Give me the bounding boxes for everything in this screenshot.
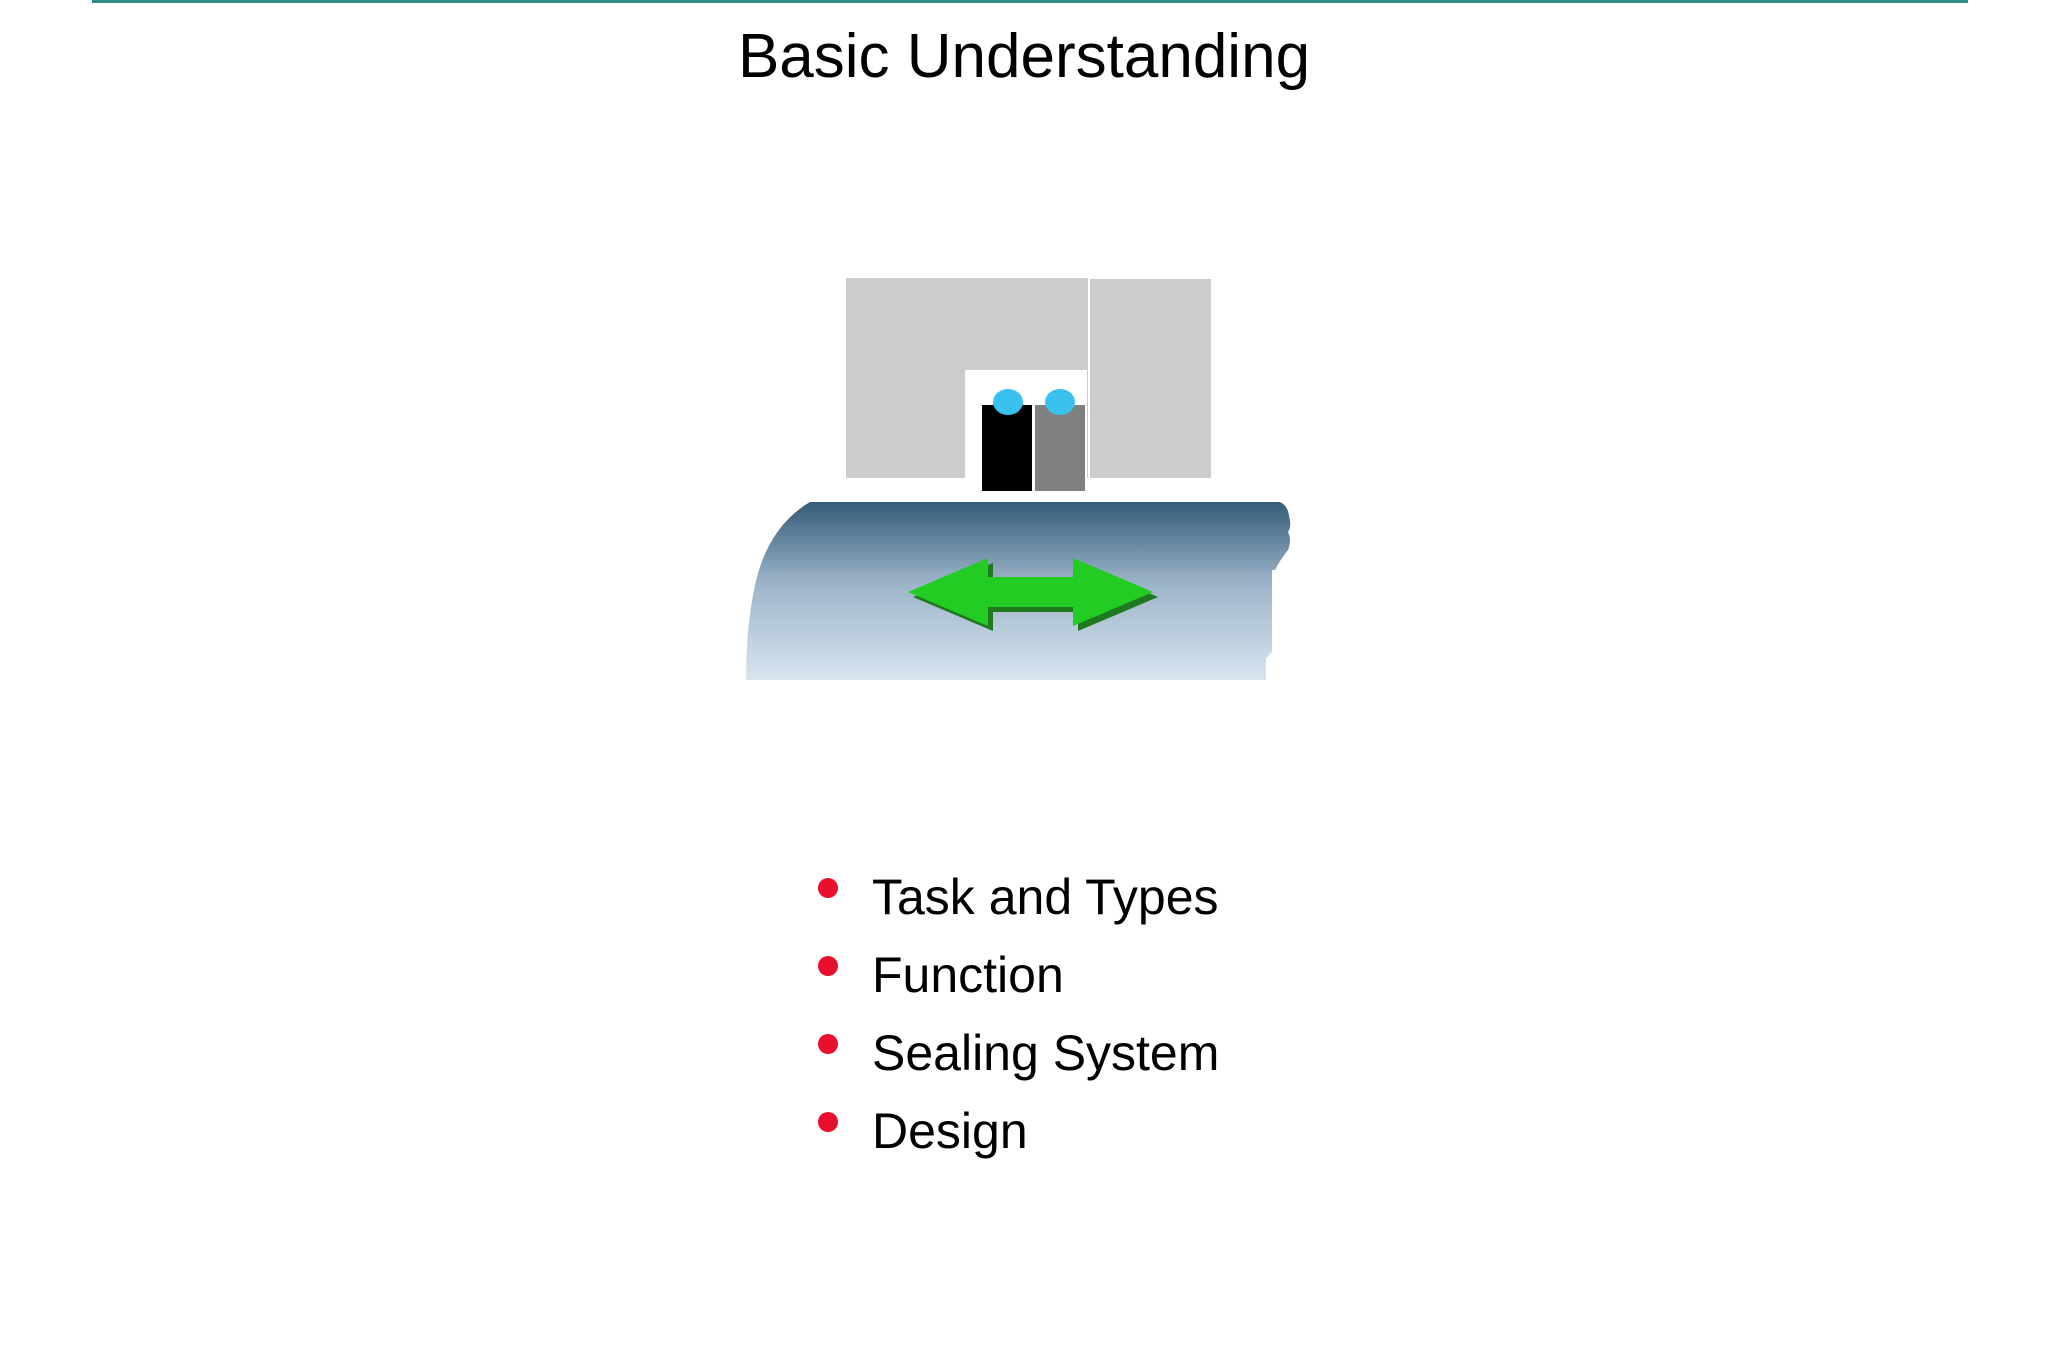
top-rule: [92, 0, 1968, 3]
bullet-dot-icon: [818, 1112, 838, 1132]
list-item: Task and Types: [812, 858, 1219, 936]
topic-list: Task and Types Function Sealing System D…: [812, 858, 1219, 1170]
bullet-dot-icon: [818, 1034, 838, 1054]
list-item-label: Task and Types: [872, 869, 1219, 925]
slide-title: Basic Understanding: [737, 22, 1311, 91]
contact-lip-left: [993, 389, 1023, 415]
list-item-label: Design: [872, 1103, 1028, 1159]
list-item: Sealing System: [812, 1014, 1219, 1092]
list-item: Function: [812, 936, 1219, 1014]
contact-lip-right: [1045, 389, 1075, 415]
list-item-label: Function: [872, 947, 1064, 1003]
list-item: Design: [812, 1092, 1219, 1170]
double-headed-arrow-icon: [908, 558, 1153, 626]
housing-block-right: [1090, 279, 1211, 478]
bullet-dot-icon: [818, 878, 838, 898]
seal-element-primary: [982, 405, 1032, 491]
seal-diagram: [746, 278, 1291, 680]
list-item-label: Sealing System: [872, 1025, 1220, 1081]
bullet-dot-icon: [818, 956, 838, 976]
seal-element-secondary: [1035, 405, 1085, 491]
